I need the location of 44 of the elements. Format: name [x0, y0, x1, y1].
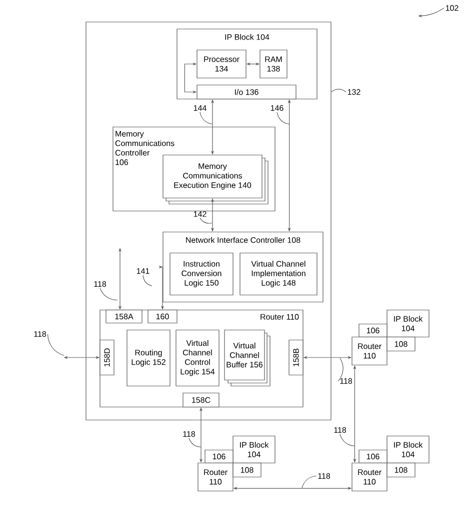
port-box: 158D: [100, 340, 114, 376]
leader-line: [302, 476, 317, 488]
port-box: 160: [148, 310, 178, 324]
port-box: 106: [204, 450, 234, 464]
leader-line: [200, 112, 212, 124]
engine-box: Memory Communications Execution Engine 140: [162, 154, 268, 204]
reference-numeral: 141: [136, 268, 150, 274]
reference-numeral: 146: [270, 105, 284, 111]
leader-line: [47, 334, 64, 356]
leader-line: [338, 358, 344, 382]
port-box: 158C: [182, 392, 220, 408]
reference-numeral: 144: [194, 105, 206, 111]
leader-line: [100, 288, 118, 300]
io-box: I/o 136: [196, 84, 296, 100]
reference-numeral: 118: [183, 431, 196, 437]
leader-line: [340, 434, 356, 446]
port-box: 108: [232, 462, 262, 478]
port-box: 106: [358, 450, 388, 464]
reference-numeral: 118: [94, 281, 106, 287]
logic-box: Virtual Channel Implementation Logic 148: [240, 252, 318, 296]
buffer-box: Virtual Channel Buffer 156: [224, 330, 270, 386]
logic-box: Virtual Channel Control Logic 154: [176, 330, 220, 386]
leader-line: [276, 112, 290, 124]
outer-block: [86, 22, 332, 420]
logic-box: Instruction Conversion Logic 150: [170, 252, 234, 296]
ram-box: RAM 138: [260, 50, 288, 78]
reference-numeral: 132: [348, 89, 360, 95]
reference-numeral: 118: [340, 378, 352, 384]
port-box: 158B: [288, 340, 304, 376]
leader-line: [142, 274, 152, 286]
port-box: 108: [386, 462, 416, 478]
port-box: 158A: [106, 310, 142, 324]
processor-box: Processor 134: [196, 50, 246, 78]
leader-line: [188, 438, 202, 448]
reference-numeral: 118: [318, 473, 330, 479]
reference-numeral: 142: [194, 211, 206, 217]
reference-numeral: 118: [34, 331, 46, 337]
port-box: 106: [358, 324, 388, 338]
logic-box: Routing Logic 152: [126, 330, 170, 386]
leader-line: [200, 218, 212, 224]
port-box: 108: [386, 336, 416, 352]
leader-line: [331, 88, 346, 92]
reference-numeral: 102: [446, 5, 458, 11]
reference-numeral: 118: [334, 427, 346, 433]
